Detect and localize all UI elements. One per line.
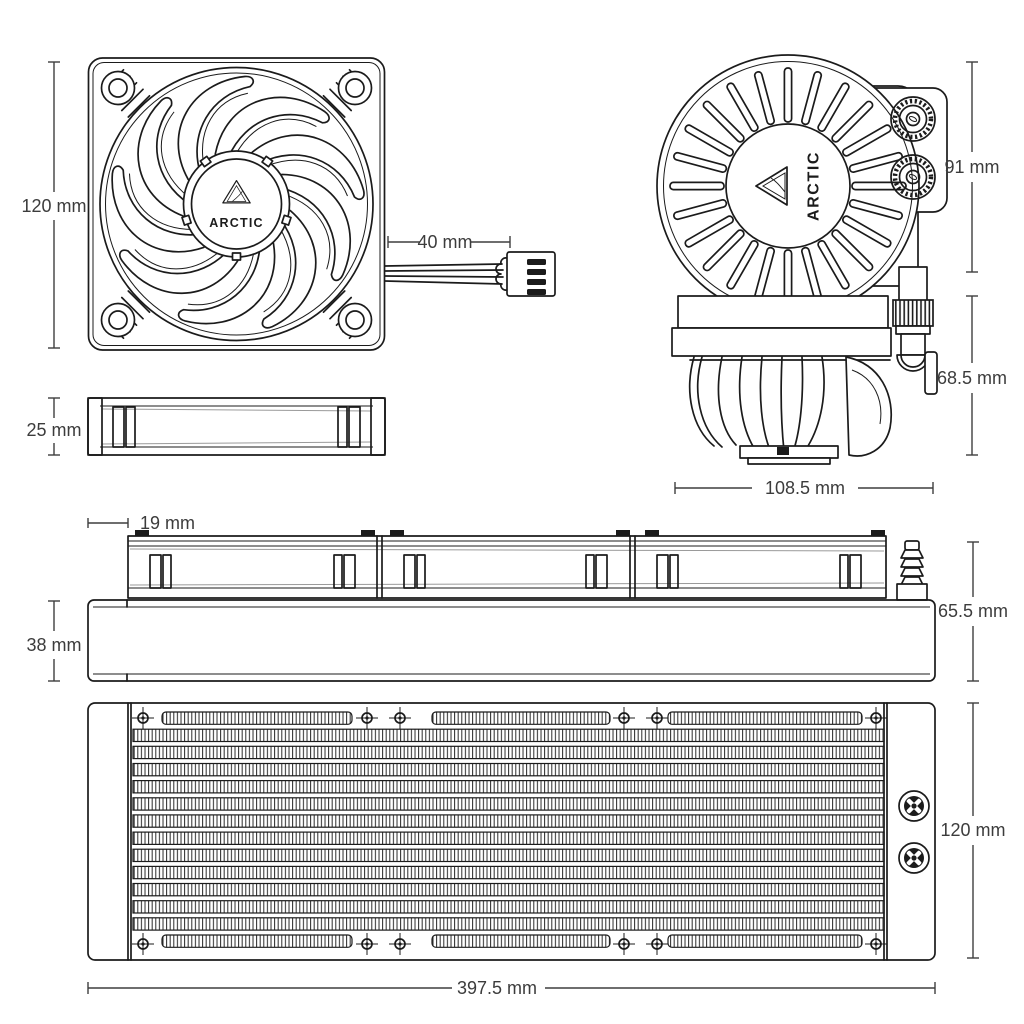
pump-side-view: [671, 266, 938, 465]
brand-logo-text-fan: ARCTIC: [209, 216, 263, 230]
fan-cable: [384, 251, 556, 297]
fan-frame-profiles: [149, 554, 862, 589]
arctic-logo-pump: ARCTIC: [755, 151, 823, 221]
dim-label-pump-height: 68.5 mm: [937, 368, 1007, 388]
fan-clips: [135, 530, 885, 536]
dim-label-radiator-thickness: 38 mm: [26, 635, 81, 655]
fan-hub: ARCTIC: [181, 150, 292, 261]
dimension-pump-top-width: 91 mm: [944, 61, 1000, 273]
dimension-fan-thickness: 25 mm: [26, 397, 82, 456]
fan-screw-hole: [100, 70, 373, 338]
dimension-pump-height: 68.5 mm: [937, 295, 1007, 456]
radiator-side-view: [87, 530, 936, 682]
radiator-top-view: [87, 702, 936, 961]
dimension-pump-depth: 108.5 mm: [674, 478, 934, 498]
dimension-fan-size: 120 mm: [21, 61, 87, 349]
dim-label-pump-depth: 108.5 mm: [765, 478, 845, 498]
arctic-logo-fan: ARCTIC: [209, 179, 263, 230]
dim-label-fan-thickness: 25 mm: [26, 420, 81, 440]
radiator-ports: [898, 790, 930, 874]
fan-side-view: [87, 397, 386, 456]
dim-label-radiator-end-offset: 19 mm: [140, 513, 195, 533]
brand-logo-text-pump: ARCTIC: [806, 151, 823, 221]
dim-label-cable-length: 40 mm: [417, 232, 472, 252]
radiator-fin-rows: [132, 711, 885, 948]
dimension-radiator-length: 397.5 mm: [87, 978, 936, 998]
dim-label-fan-size: 120 mm: [21, 196, 86, 216]
dim-label-radiator-width: 120 mm: [940, 820, 1005, 840]
dim-label-radiator-length: 397.5 mm: [457, 978, 537, 998]
dimension-stack-height: 65.5 mm: [938, 541, 1008, 682]
radiator-barb-fitting: [896, 540, 928, 601]
pump-top-view: ARCTIC: [656, 54, 948, 318]
dimension-radiator-end-offset: 19 mm: [87, 513, 195, 533]
fan-front-view: ARCTIC: [87, 57, 556, 351]
dim-label-pump-top-width: 91 mm: [944, 157, 999, 177]
fan-connector: [506, 251, 556, 297]
dimension-radiator-thickness: 38 mm: [26, 600, 82, 682]
dimension-cable-length: 40 mm: [387, 232, 511, 252]
dim-label-stack-height: 65.5 mm: [938, 601, 1008, 621]
dimension-radiator-width: 120 mm: [940, 702, 1006, 959]
